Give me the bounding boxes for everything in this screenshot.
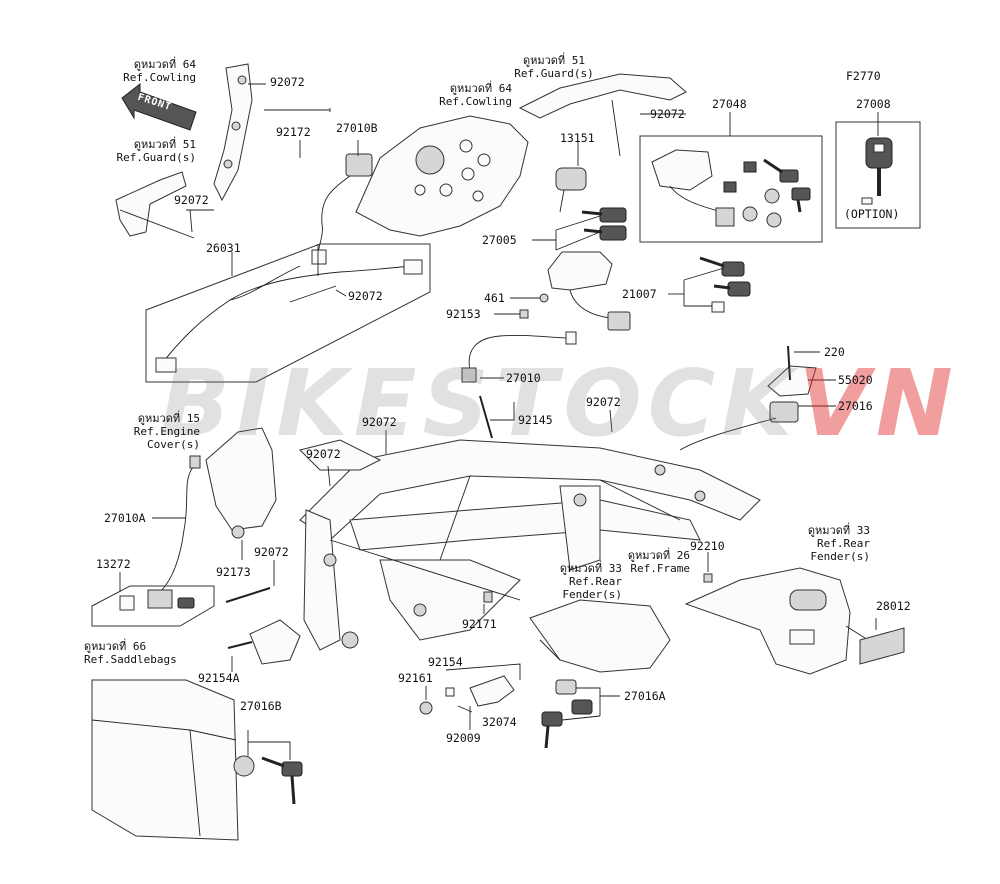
- switch-27010b: [345, 153, 373, 177]
- part-92172: 92172: [276, 125, 311, 139]
- ignition-cylinder: [555, 167, 587, 191]
- key-icon: [583, 225, 627, 241]
- part-13151: 13151: [560, 131, 595, 145]
- engine-cover: [205, 427, 277, 531]
- part-27016: 27016: [838, 399, 873, 413]
- ref-rear-fender-center: ดูหมวดที่ 33 Ref.Rear Fender(s): [559, 562, 622, 601]
- ref-engine-cover: ดูหมวดที่ 15 Ref.Engine Cover(s): [133, 412, 200, 451]
- part-27010a: 27010A: [104, 511, 146, 525]
- ref-rear-fender-right: ดูหมวดที่ 33 Ref.Rear Fender(s): [807, 524, 870, 563]
- part-27005: 27005: [482, 233, 517, 247]
- part-27010b: 27010B: [336, 121, 378, 135]
- part-32074: 32074: [482, 715, 517, 729]
- key-icon: [713, 281, 751, 297]
- ref-guard-top: ดูหมวดที่ 51 Ref.Guard(s): [514, 54, 594, 80]
- part-92161: 92161: [398, 671, 433, 685]
- key-icon: [699, 256, 745, 277]
- part-26031: 26031: [206, 241, 241, 255]
- part-92072-g: 92072: [254, 545, 289, 559]
- part-27016a: 27016A: [624, 689, 666, 703]
- harness-box: [145, 243, 431, 383]
- saddlebag: [91, 679, 239, 841]
- part-92072-a: 92072: [270, 75, 305, 89]
- part-92072-f: 92072: [306, 447, 341, 461]
- instrument-cowling: [355, 115, 529, 237]
- part-92171: 92171: [462, 617, 497, 631]
- guard-bar-top: [518, 73, 687, 119]
- part-92154a: 92154A: [198, 671, 240, 685]
- figure-code: F2770: [846, 69, 881, 83]
- watermark-accent: VN: [798, 350, 959, 457]
- part-27048: 27048: [712, 97, 747, 111]
- part-92072-mid: 92072: [586, 395, 621, 409]
- part-92072-e: 92072: [362, 415, 397, 429]
- seat-lock-plate: [767, 365, 817, 397]
- rear-fender-right: [684, 567, 851, 675]
- part-92072-b: 92072: [174, 193, 209, 207]
- ignition-switch-assembly: [547, 251, 613, 291]
- option-label: (OPTION): [844, 207, 900, 221]
- part-220: 220: [824, 345, 845, 359]
- part-461: 461: [484, 291, 505, 305]
- watermark-text: BIKESTOCK: [160, 350, 799, 457]
- guard-bracket-left: [115, 171, 187, 237]
- ref-saddlebags: ดูหมวดที่ 66 Ref.Saddlebags: [84, 640, 177, 666]
- key-icon: [261, 756, 303, 805]
- watermark: BIKESTOCKVN: [160, 350, 959, 457]
- motorcycle-frame: [299, 439, 761, 651]
- reflector-28012: [859, 627, 905, 665]
- part-92210: 92210: [690, 539, 725, 553]
- part-92009: 92009: [446, 731, 481, 745]
- part-27010: 27010: [506, 371, 541, 385]
- lock-kit-box: [639, 135, 823, 243]
- ref-guard-left: ดูหมวดที่ 51 Ref.Guard(s): [116, 138, 196, 164]
- ref-frame: ดูหมวดที่ 26 Ref.Frame: [627, 549, 690, 575]
- leader-lines: [119, 83, 879, 760]
- part-27016b: 27016B: [240, 699, 282, 713]
- ref-cowling-left: ดูหมวดที่ 64 Ref.Cowling: [123, 58, 196, 84]
- part-21007: 21007: [622, 287, 657, 301]
- key-icon: [571, 699, 593, 715]
- key-icon: [177, 597, 195, 609]
- front-arrow-icon: [121, 82, 197, 131]
- part-55020: 55020: [838, 373, 873, 387]
- key-icon: [791, 187, 811, 213]
- cowling-bracket-left: [213, 63, 253, 202]
- key-icon: [763, 158, 799, 183]
- part-92072-top: 92072: [650, 107, 685, 121]
- key-icon: [541, 711, 563, 749]
- key-icon: [581, 207, 627, 223]
- ref-cowling-center: ดูหมวดที่ 64 Ref.Cowling: [439, 82, 512, 108]
- part-92173: 92173: [216, 565, 251, 579]
- part-92153: 92153: [446, 307, 481, 321]
- part-13272: 13272: [96, 557, 131, 571]
- part-27008: 27008: [856, 97, 891, 111]
- rear-fender-center: [529, 599, 671, 673]
- part-92154: 92154: [428, 655, 463, 669]
- key-icon: [865, 137, 893, 196]
- part-28012: 28012: [876, 599, 911, 613]
- part-92072-c: 92072: [348, 289, 383, 303]
- part-92145: 92145: [518, 413, 553, 427]
